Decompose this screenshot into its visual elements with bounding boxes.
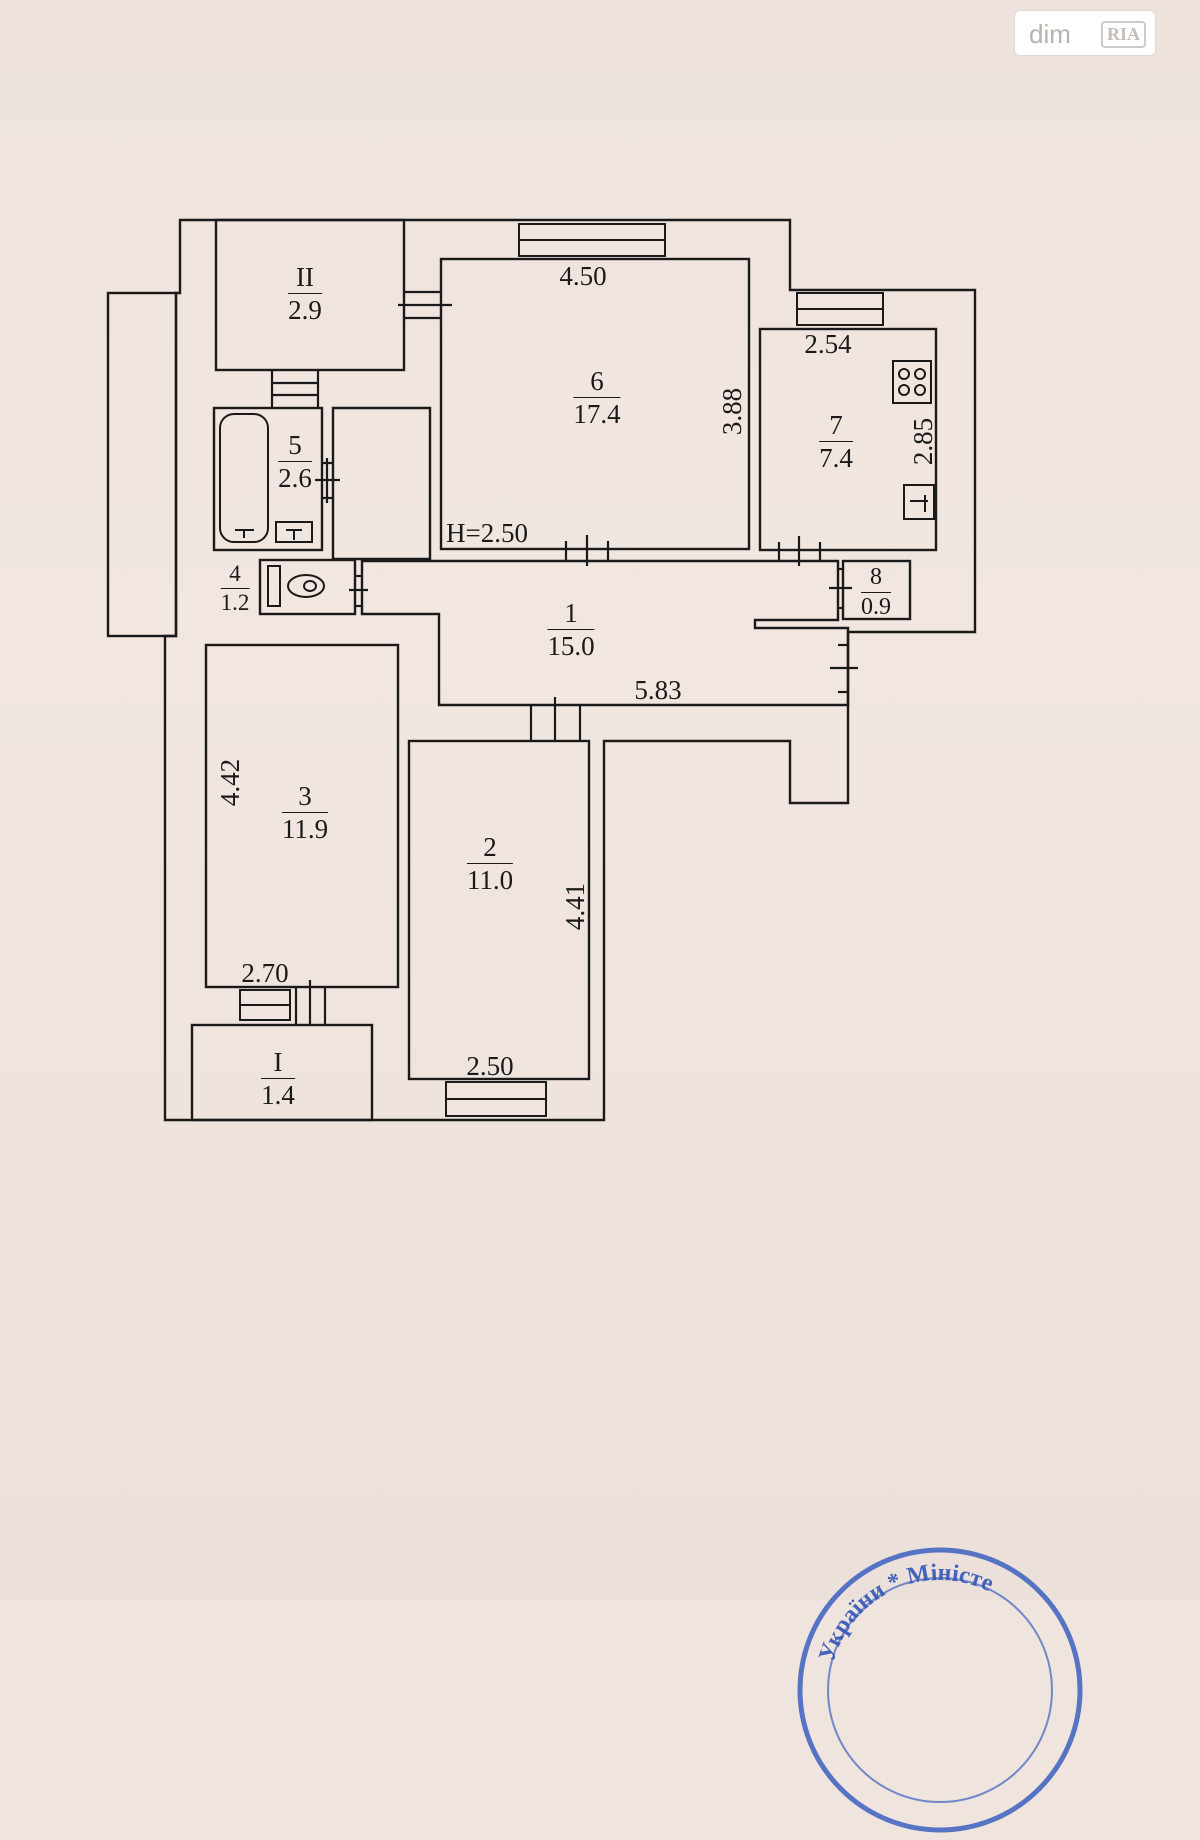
- room-4-outline: [258, 558, 357, 616]
- room-1-label: 1 15.0: [547, 598, 595, 662]
- room-7-id: 7: [819, 410, 853, 443]
- room-II-label: II 2.9: [288, 262, 322, 325]
- toilet-bowl: [287, 574, 325, 598]
- outer-wall: [163, 218, 977, 1122]
- room-2-id: 2: [466, 832, 514, 865]
- room2-depth-dim: 4.41: [560, 882, 591, 931]
- room-3-area: 11.9: [281, 814, 329, 845]
- room7-width-dim: 2.54: [804, 329, 852, 359]
- closet-outline: [331, 406, 432, 561]
- room-I-area: 1.4: [261, 1080, 295, 1111]
- room-8-id: 8: [861, 564, 891, 593]
- dimria-watermark: dim RIA: [1015, 11, 1155, 55]
- balcony-left: [106, 291, 178, 638]
- room-7-outline: [758, 327, 938, 552]
- paper-background: [0, 0, 1200, 1600]
- watermark-brand: dim: [1029, 19, 1071, 49]
- room-I-outline: [190, 1023, 374, 1122]
- stamp-text: України * Міністе: [814, 1560, 998, 1665]
- room3-depth-dim: 4.42: [215, 758, 246, 807]
- room-4-area: 1.2: [220, 589, 250, 615]
- room-8-area: 0.9: [861, 593, 891, 620]
- sink: [275, 521, 313, 543]
- room-3-label: 3 11.9: [281, 781, 329, 845]
- room-2-label: 2 11.0: [466, 832, 514, 896]
- room-2-outline: [407, 739, 591, 1081]
- room-7-label: 7 7.4: [819, 410, 853, 473]
- room6-depth-dim: 3.88: [717, 387, 748, 436]
- official-stamp: України * Міністе: [797, 1547, 1083, 1833]
- room-6-label: 6 17.4: [573, 366, 621, 430]
- room7-depth-dim: 2.85: [908, 417, 939, 466]
- bathtub: [219, 413, 269, 543]
- room-7-area: 7.4: [819, 443, 853, 474]
- room-I-id: I: [261, 1047, 295, 1080]
- room-II-area: 2.9: [288, 295, 322, 326]
- room-8-outline: [841, 559, 912, 621]
- room-5-label: 5 2.6: [278, 430, 312, 493]
- room-1-id: 1: [547, 598, 595, 631]
- room-II-outline: [214, 218, 406, 372]
- room-I-label: I 1.4: [261, 1047, 295, 1110]
- room2-width-dim: 2.50: [466, 1051, 514, 1081]
- watermark-ria-logo: RIA: [1101, 21, 1147, 48]
- room-1-area: 15.0: [547, 631, 595, 662]
- room-3-outline: [204, 643, 400, 989]
- room-4-label: 4 1.2: [220, 561, 250, 616]
- floor-plan-drawing: [106, 218, 977, 1122]
- room-3-id: 3: [281, 781, 329, 814]
- room-6-id: 6: [573, 366, 621, 399]
- room6-width-dim: 4.50: [559, 261, 607, 291]
- kitchen-sink: [903, 484, 935, 520]
- svg-text:України * Міністе: України * Міністе: [814, 1560, 998, 1665]
- room-6-outline: [439, 257, 751, 551]
- hall-1-outline: [360, 559, 850, 707]
- room-5-id: 5: [278, 430, 312, 463]
- room3-width-dim: 2.70: [241, 958, 289, 988]
- room-6-area: 17.4: [573, 399, 621, 430]
- stove: [892, 360, 932, 404]
- room-II-id: II: [288, 262, 322, 295]
- toilet-tank: [267, 565, 281, 607]
- ceiling-height-label: H=2.50: [446, 518, 528, 548]
- room-2-area: 11.0: [466, 865, 514, 896]
- hall-length-dim: 5.83: [634, 675, 682, 705]
- room-4-id: 4: [220, 561, 250, 589]
- room-5-area: 2.6: [278, 463, 312, 494]
- room-8-label: 8 0.9: [861, 564, 891, 621]
